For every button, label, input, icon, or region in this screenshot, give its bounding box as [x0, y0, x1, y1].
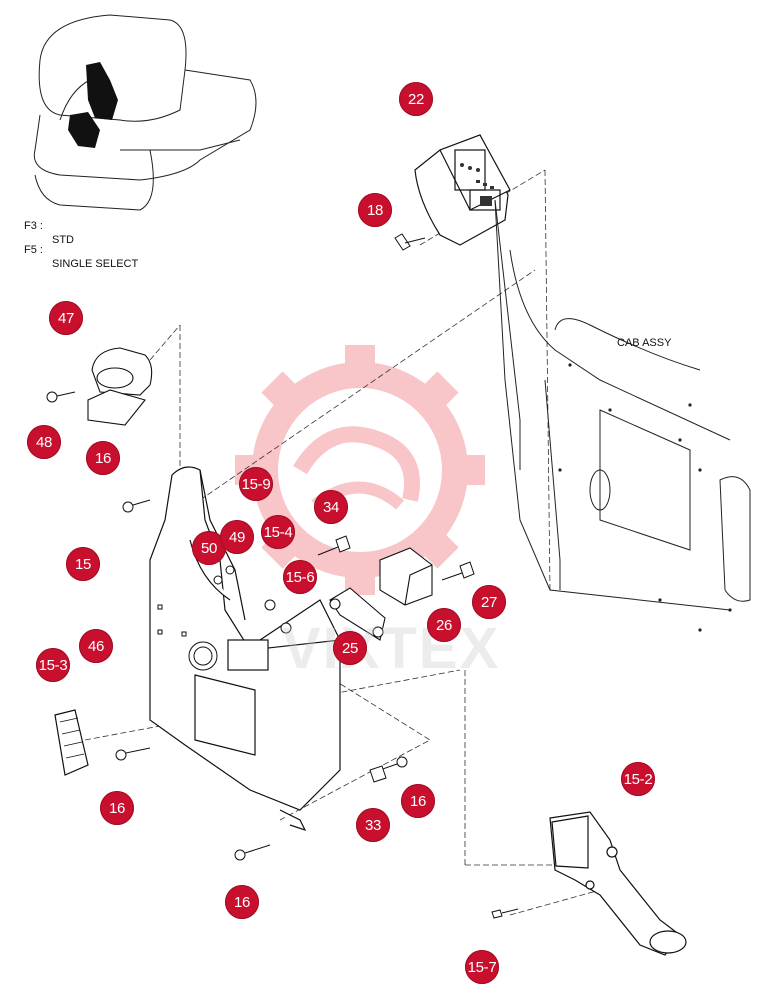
clip-33	[369, 765, 387, 783]
screw-48	[46, 391, 76, 403]
bolt-18	[394, 233, 426, 251]
watermark-text: VIXTEX	[282, 616, 501, 681]
cab-assembly	[494, 199, 751, 611]
callout-15-6[interactable]: 15-6	[283, 560, 317, 594]
legend-f3-value: STD	[52, 234, 74, 246]
cab-holes	[558, 363, 732, 632]
bolt-27	[441, 561, 475, 581]
callout-34[interactable]: 34	[314, 490, 348, 524]
legend-f3-code: F3 :	[24, 220, 43, 232]
monitor-unit	[414, 134, 511, 246]
cab-assy-label: CAB ASSY	[617, 337, 672, 349]
legend-f5-code: F5 :	[24, 244, 43, 256]
seat-overview-sketch	[33, 14, 257, 211]
callout-46[interactable]: 46	[79, 629, 113, 663]
seat-controls-dark	[68, 62, 118, 148]
callout-33[interactable]: 33	[356, 808, 390, 842]
callout-15-9[interactable]: 15-9	[239, 467, 273, 501]
callout-15-2[interactable]: 15-2	[621, 762, 655, 796]
callout-15-7[interactable]: 15-7	[465, 950, 499, 984]
bracket-assembly	[329, 547, 433, 641]
callout-49[interactable]: 49	[220, 520, 254, 554]
callout-16-bottom[interactable]: 16	[225, 885, 259, 919]
bolt-16-left	[115, 747, 151, 761]
callout-15-3[interactable]: 15-3	[36, 648, 70, 682]
bolt-16-top	[122, 499, 151, 513]
bolt-16-bottom	[234, 844, 271, 861]
screw-15-7	[491, 908, 519, 919]
callout-16-right[interactable]: 16	[401, 784, 435, 818]
callout-15-4[interactable]: 15-4	[261, 515, 295, 549]
legend-f5-value: SINGLE SELECT	[52, 258, 139, 270]
callout-16-left[interactable]: 16	[100, 791, 134, 825]
callout-47[interactable]: 47	[49, 301, 83, 335]
callout-27[interactable]: 27	[472, 585, 506, 619]
air-duct	[549, 811, 687, 956]
bolt-16-right	[379, 756, 408, 771]
air-vent	[54, 709, 89, 776]
callout-16-top[interactable]: 16	[86, 441, 120, 475]
side-panel-holes	[157, 565, 292, 671]
callout-48[interactable]: 48	[27, 425, 61, 459]
monitor-screen-details	[460, 163, 494, 206]
callout-15[interactable]: 15	[66, 547, 100, 581]
bolt-34	[317, 535, 351, 556]
watermark-gear-icon	[235, 345, 485, 595]
callout-25[interactable]: 25	[333, 631, 367, 665]
callout-18[interactable]: 18	[358, 193, 392, 227]
callout-26[interactable]: 26	[427, 608, 461, 642]
cup-holder	[87, 347, 153, 426]
callout-22[interactable]: 22	[399, 82, 433, 116]
